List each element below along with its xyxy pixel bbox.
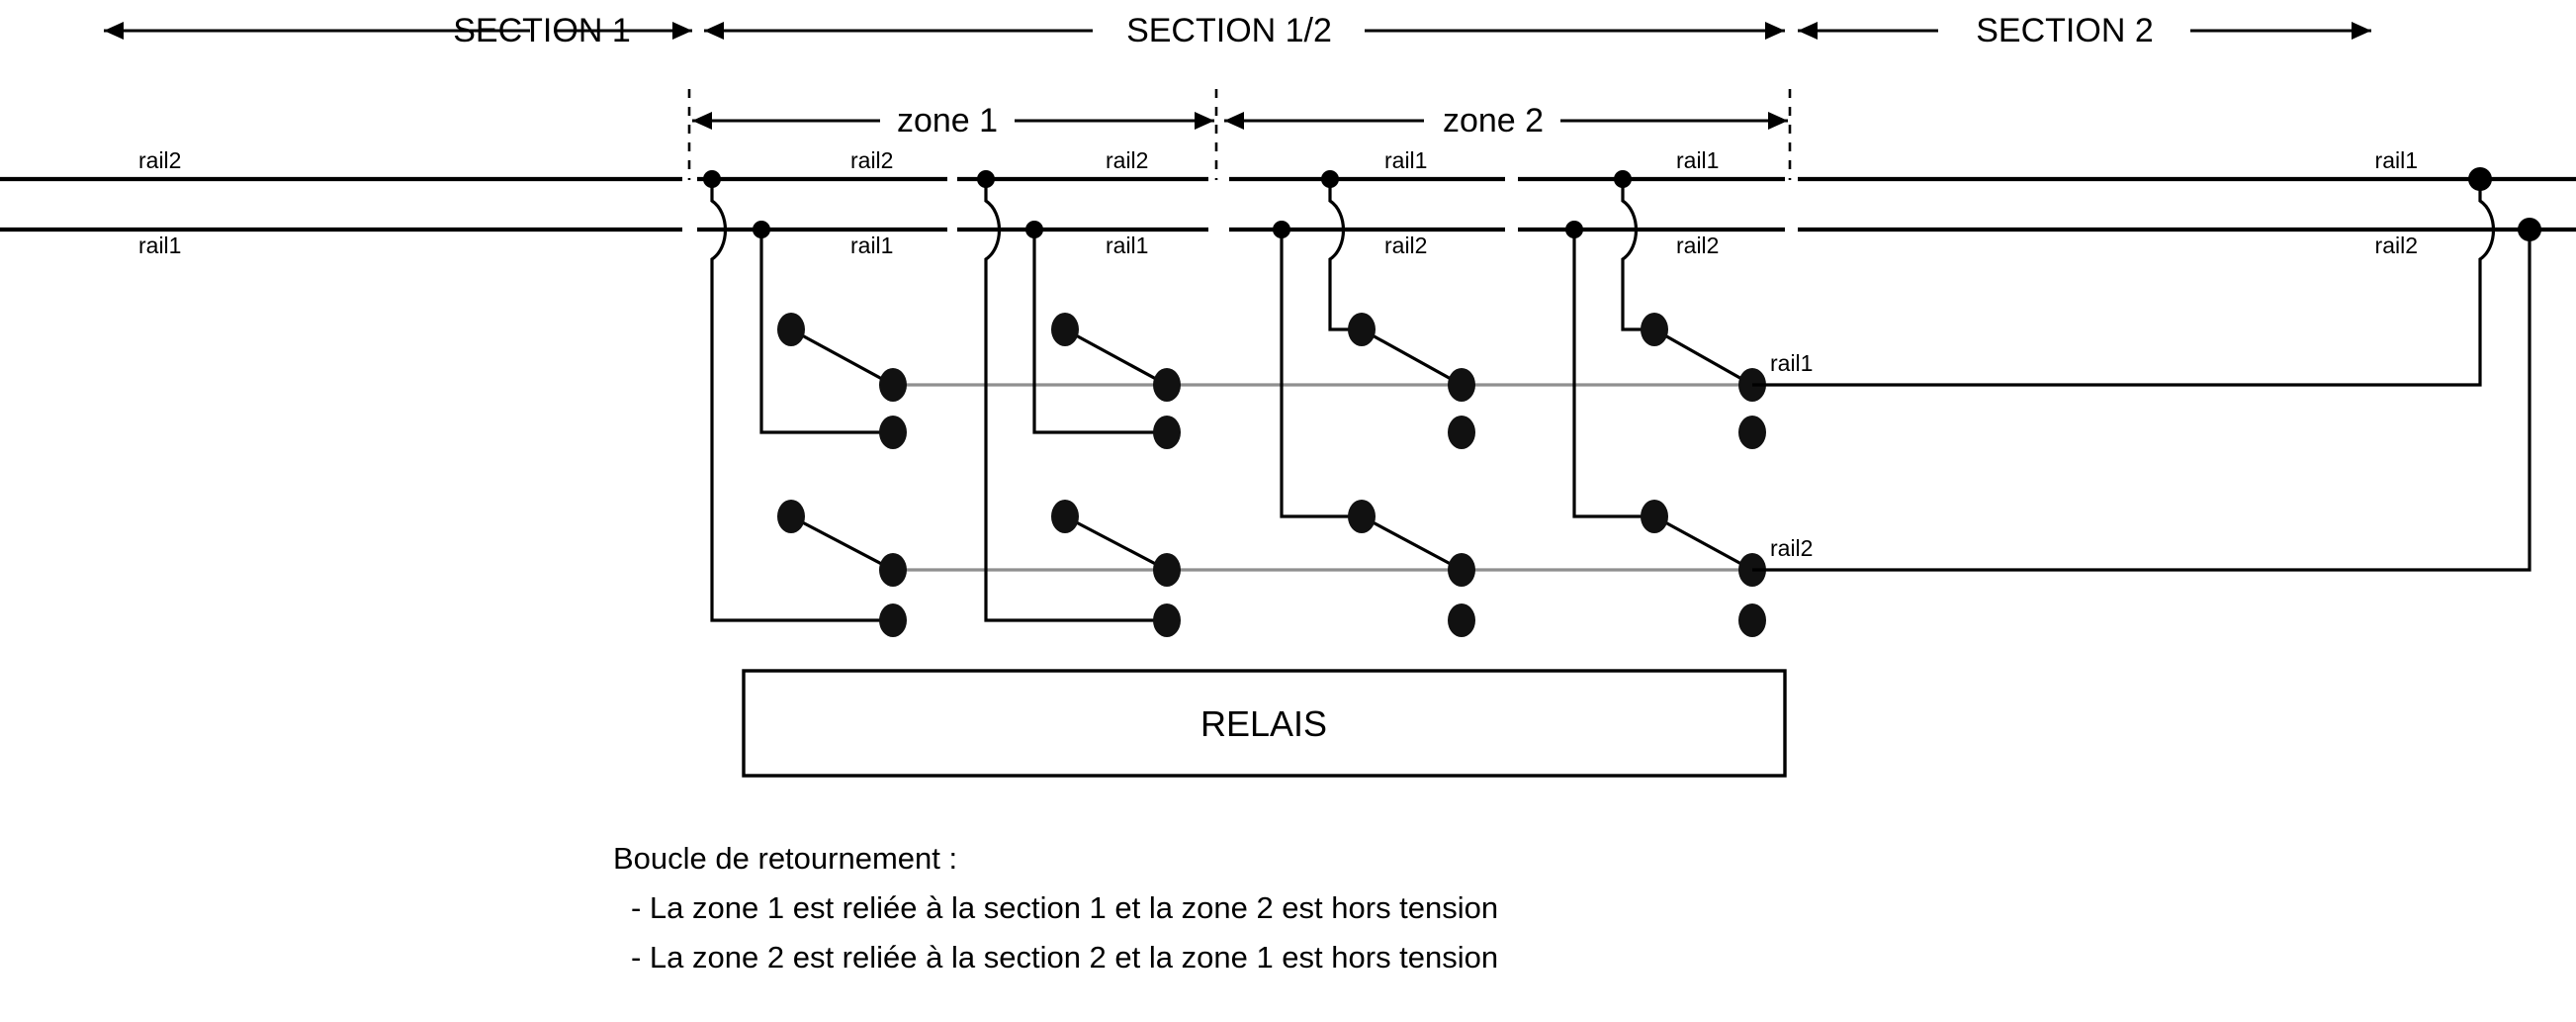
right-rail-upper-label: rail1 (2375, 147, 2418, 173)
caption-group: Boucle de retournement : - La zone 1 est… (613, 841, 1498, 975)
left-rail-upper-label: rail2 (138, 147, 181, 173)
col3-upper-common-contact[interactable] (1348, 313, 1376, 346)
col2-upper-blade (1064, 327, 1168, 387)
col3-upper-blade (1361, 327, 1463, 387)
right-return-wires: rail1 rail2 (1752, 167, 2541, 572)
section-dimension-row: SECTION 1 SECTION 1/2 SECTION 2 (104, 12, 2371, 49)
relay-box-label: RELAIS (1200, 703, 1327, 744)
col2-node-upper-rail (977, 170, 995, 188)
col1-node-lower-rail (753, 221, 770, 238)
col4-upper-common-contact[interactable] (1641, 313, 1668, 346)
col4-upper-nc-contact[interactable] (1738, 416, 1766, 449)
col2-wire-from-lower-rail (1032, 230, 1167, 434)
col1-upper-blade (790, 327, 894, 387)
col2-wire-from-upper-rail (984, 179, 1167, 622)
rails-left-outer (0, 176, 682, 232)
right-node-lower-rail (2518, 218, 2541, 241)
col1-lower-blade (790, 514, 894, 572)
col4-node-lower-rail (1565, 221, 1583, 238)
col4-lower-blade (1653, 514, 1753, 572)
right-node-upper-rail (2468, 167, 2492, 191)
col3-lower-blade (1361, 514, 1463, 572)
col1-upper-nc-contact[interactable] (879, 416, 907, 449)
col2-lower-common-contact[interactable] (1051, 500, 1079, 533)
col3-upper-nc-contact[interactable] (1448, 416, 1475, 449)
zone-2-label: zone 2 (1443, 102, 1544, 139)
dashed-separators (687, 89, 1792, 180)
col3-node-upper-rail (1321, 170, 1339, 188)
relay-box[interactable] (742, 669, 1787, 778)
right-rail-lower-label: rail2 (2375, 232, 2418, 258)
col3-node-lower-rail (1273, 221, 1290, 238)
section-1-label: SECTION 1 (453, 12, 630, 49)
return-wire-rail2 (1752, 230, 2532, 572)
bus-rail1-label: rail1 (1770, 350, 1813, 376)
col1-lower-no-contact[interactable] (879, 553, 907, 587)
zone-1-label: zone 1 (897, 102, 998, 139)
col3-lower-nc-contact[interactable] (1448, 604, 1475, 637)
col4-upper-blade (1653, 327, 1753, 387)
col2-node-lower-rail (1025, 221, 1043, 238)
switch-col-4 (1565, 170, 1766, 637)
col2-lower-blade (1064, 514, 1168, 572)
col2-upper-no-contact[interactable] (1153, 368, 1181, 402)
seg1-upper-label: rail2 (850, 147, 893, 173)
caption-line-1: - La zone 1 est reliée à la section 1 et… (631, 890, 1498, 925)
col1-lower-nc-contact[interactable] (879, 604, 907, 637)
rail-labels: rail2 rail1 rail2 rail1 rail2 rail1 rail… (138, 147, 2418, 258)
col4-lower-nc-contact[interactable] (1738, 604, 1766, 637)
rails-right-outer (1798, 176, 2576, 232)
col1-wire-from-lower-rail (759, 230, 893, 434)
col1-upper-no-contact[interactable] (879, 368, 907, 402)
seg3-lower-label: rail2 (1384, 232, 1427, 258)
col4-wire-from-lower-rail (1572, 230, 1654, 518)
seg2-lower-label: rail1 (1106, 232, 1148, 258)
col1-upper-common-contact[interactable] (777, 313, 805, 346)
return-wire-rail1 (1752, 179, 2495, 387)
col2-lower-nc-contact[interactable] (1153, 604, 1181, 637)
left-rail-lower-label: rail1 (138, 232, 181, 258)
switch-col-3 (1273, 170, 1475, 637)
switch-col-2 (977, 170, 1181, 637)
section-2-label: SECTION 2 (1976, 12, 2153, 49)
zone-dimension-row: zone 1 zone 2 (692, 102, 1788, 139)
seg3-upper-label: rail1 (1384, 147, 1427, 173)
col3-lower-common-contact[interactable] (1348, 500, 1376, 533)
col3-upper-no-contact[interactable] (1448, 368, 1475, 402)
col2-upper-nc-contact[interactable] (1153, 416, 1181, 449)
seg2-upper-label: rail2 (1106, 147, 1148, 173)
caption-title: Boucle de retournement : (613, 841, 957, 876)
col1-lower-common-contact[interactable] (777, 500, 805, 533)
col4-node-upper-rail (1614, 170, 1632, 188)
section-1-2-label: SECTION 1/2 (1126, 12, 1332, 49)
bus-lines (890, 383, 1758, 572)
relay-box-group[interactable]: RELAIS (742, 669, 1787, 778)
caption-line-2: - La zone 2 est reliée à la section 2 et… (631, 940, 1498, 975)
col1-wire-from-upper-rail (710, 179, 893, 622)
col1-node-upper-rail (703, 170, 721, 188)
col3-lower-no-contact[interactable] (1448, 553, 1475, 587)
col3-wire-from-upper-rail (1328, 179, 1362, 331)
seg4-lower-label: rail2 (1676, 232, 1719, 258)
seg1-lower-label: rail1 (850, 232, 893, 258)
col3-wire-from-lower-rail (1280, 230, 1362, 518)
switch-col-1 (703, 170, 907, 637)
bus-rail2-label: rail2 (1770, 535, 1813, 561)
col2-upper-common-contact[interactable] (1051, 313, 1079, 346)
col2-lower-no-contact[interactable] (1153, 553, 1181, 587)
seg4-upper-label: rail1 (1676, 147, 1719, 173)
col4-wire-from-upper-rail (1621, 179, 1654, 331)
col4-lower-common-contact[interactable] (1641, 500, 1668, 533)
